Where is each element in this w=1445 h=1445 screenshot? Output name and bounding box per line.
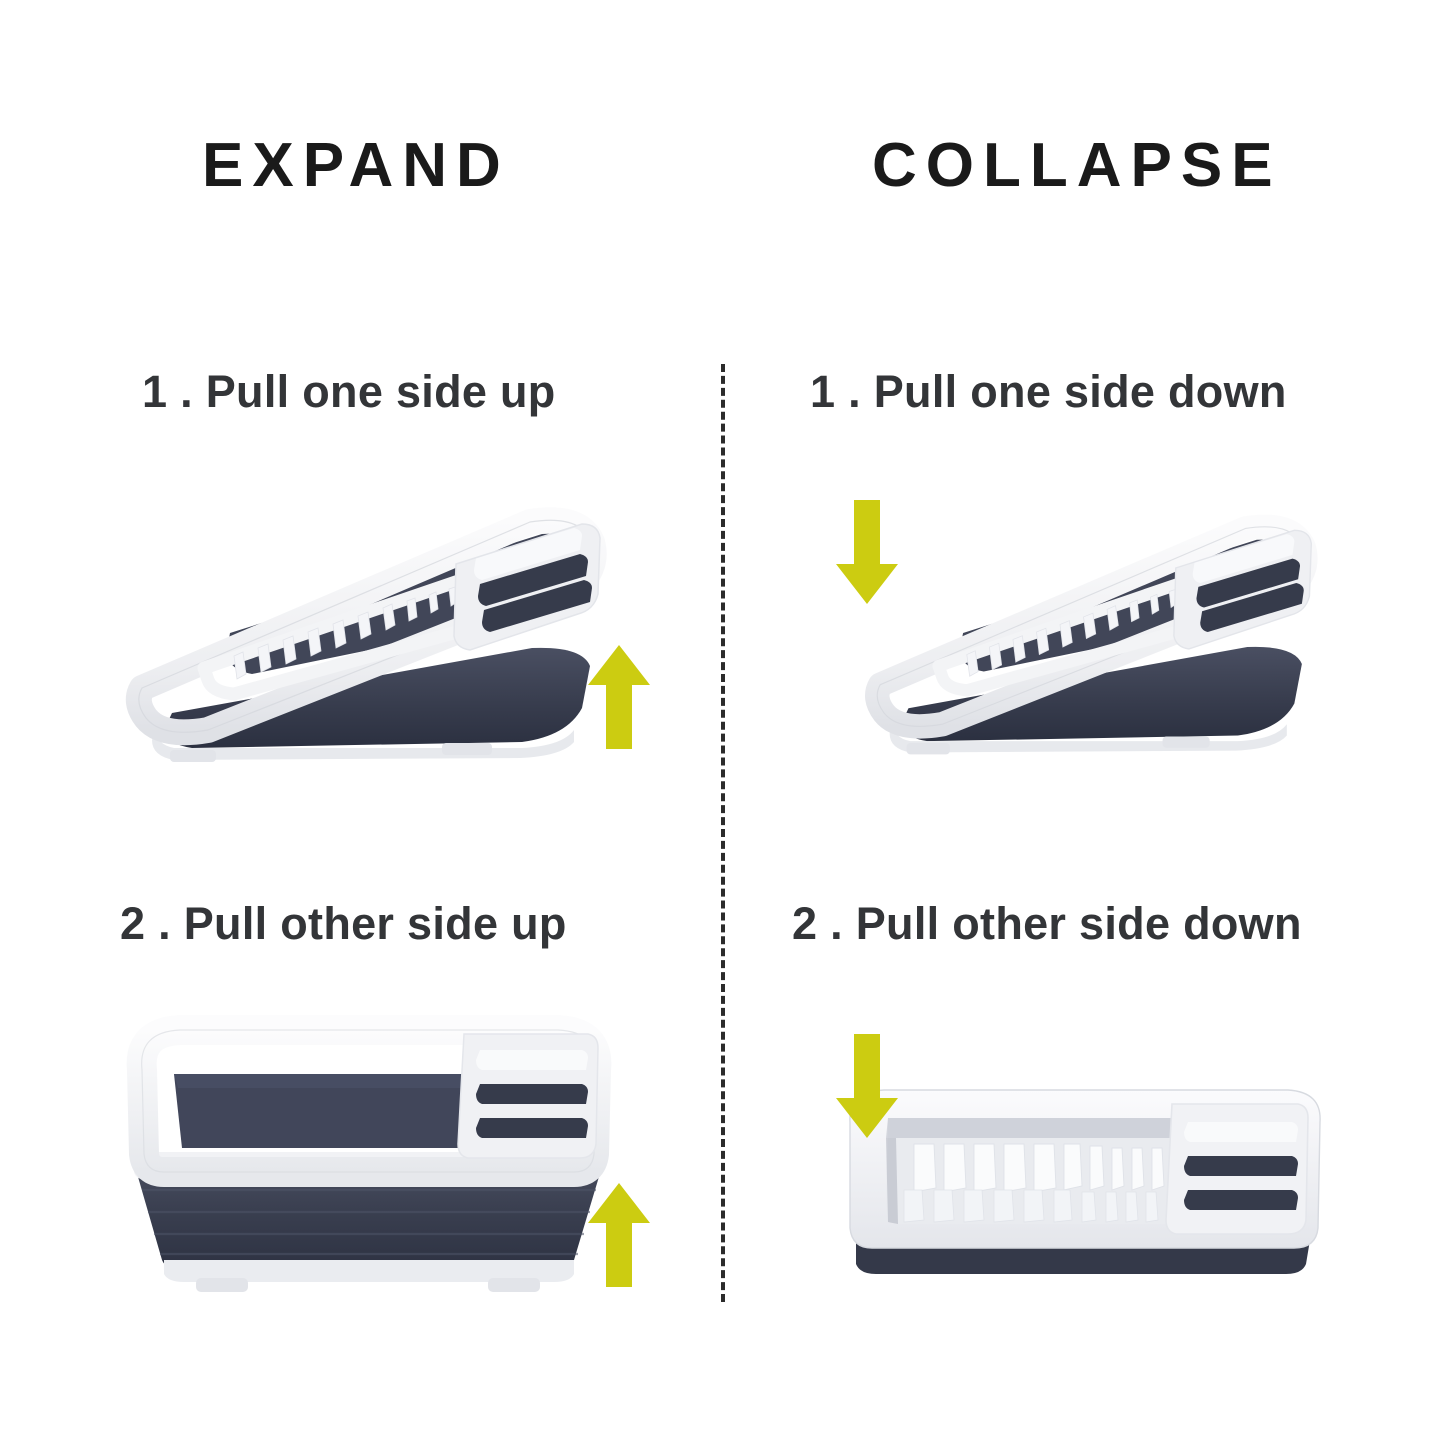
product-image-expand-step2 [96,1012,641,1297]
arrow-up-icon-expand-2 [588,1183,650,1287]
product-image-collapse-step1 [852,498,1332,771]
page-title-collapse: COLLAPSE [872,131,1282,200]
step-label-expand-1: 1 . Pull one side up [142,366,556,417]
utensil-holder [1165,1103,1309,1235]
arrow-down-icon-collapse-2 [836,1034,898,1138]
utensil-holder [1173,529,1313,650]
page-title-expand: EXPAND [202,131,510,200]
column-divider [721,364,725,1302]
step-label-expand-2: 2 . Pull other side up [120,898,567,949]
arrow-down-icon-collapse-1 [836,500,898,604]
arrow-up-icon-expand-1 [588,645,650,749]
utensil-holder [453,523,601,651]
product-image-collapse-step2 [836,1078,1336,1303]
utensil-holder [457,1033,599,1159]
product-image-expand-step1 [112,498,622,771]
step-label-collapse-2: 2 . Pull other side down [792,898,1302,949]
step-label-collapse-1: 1 . Pull one side down [810,366,1287,417]
